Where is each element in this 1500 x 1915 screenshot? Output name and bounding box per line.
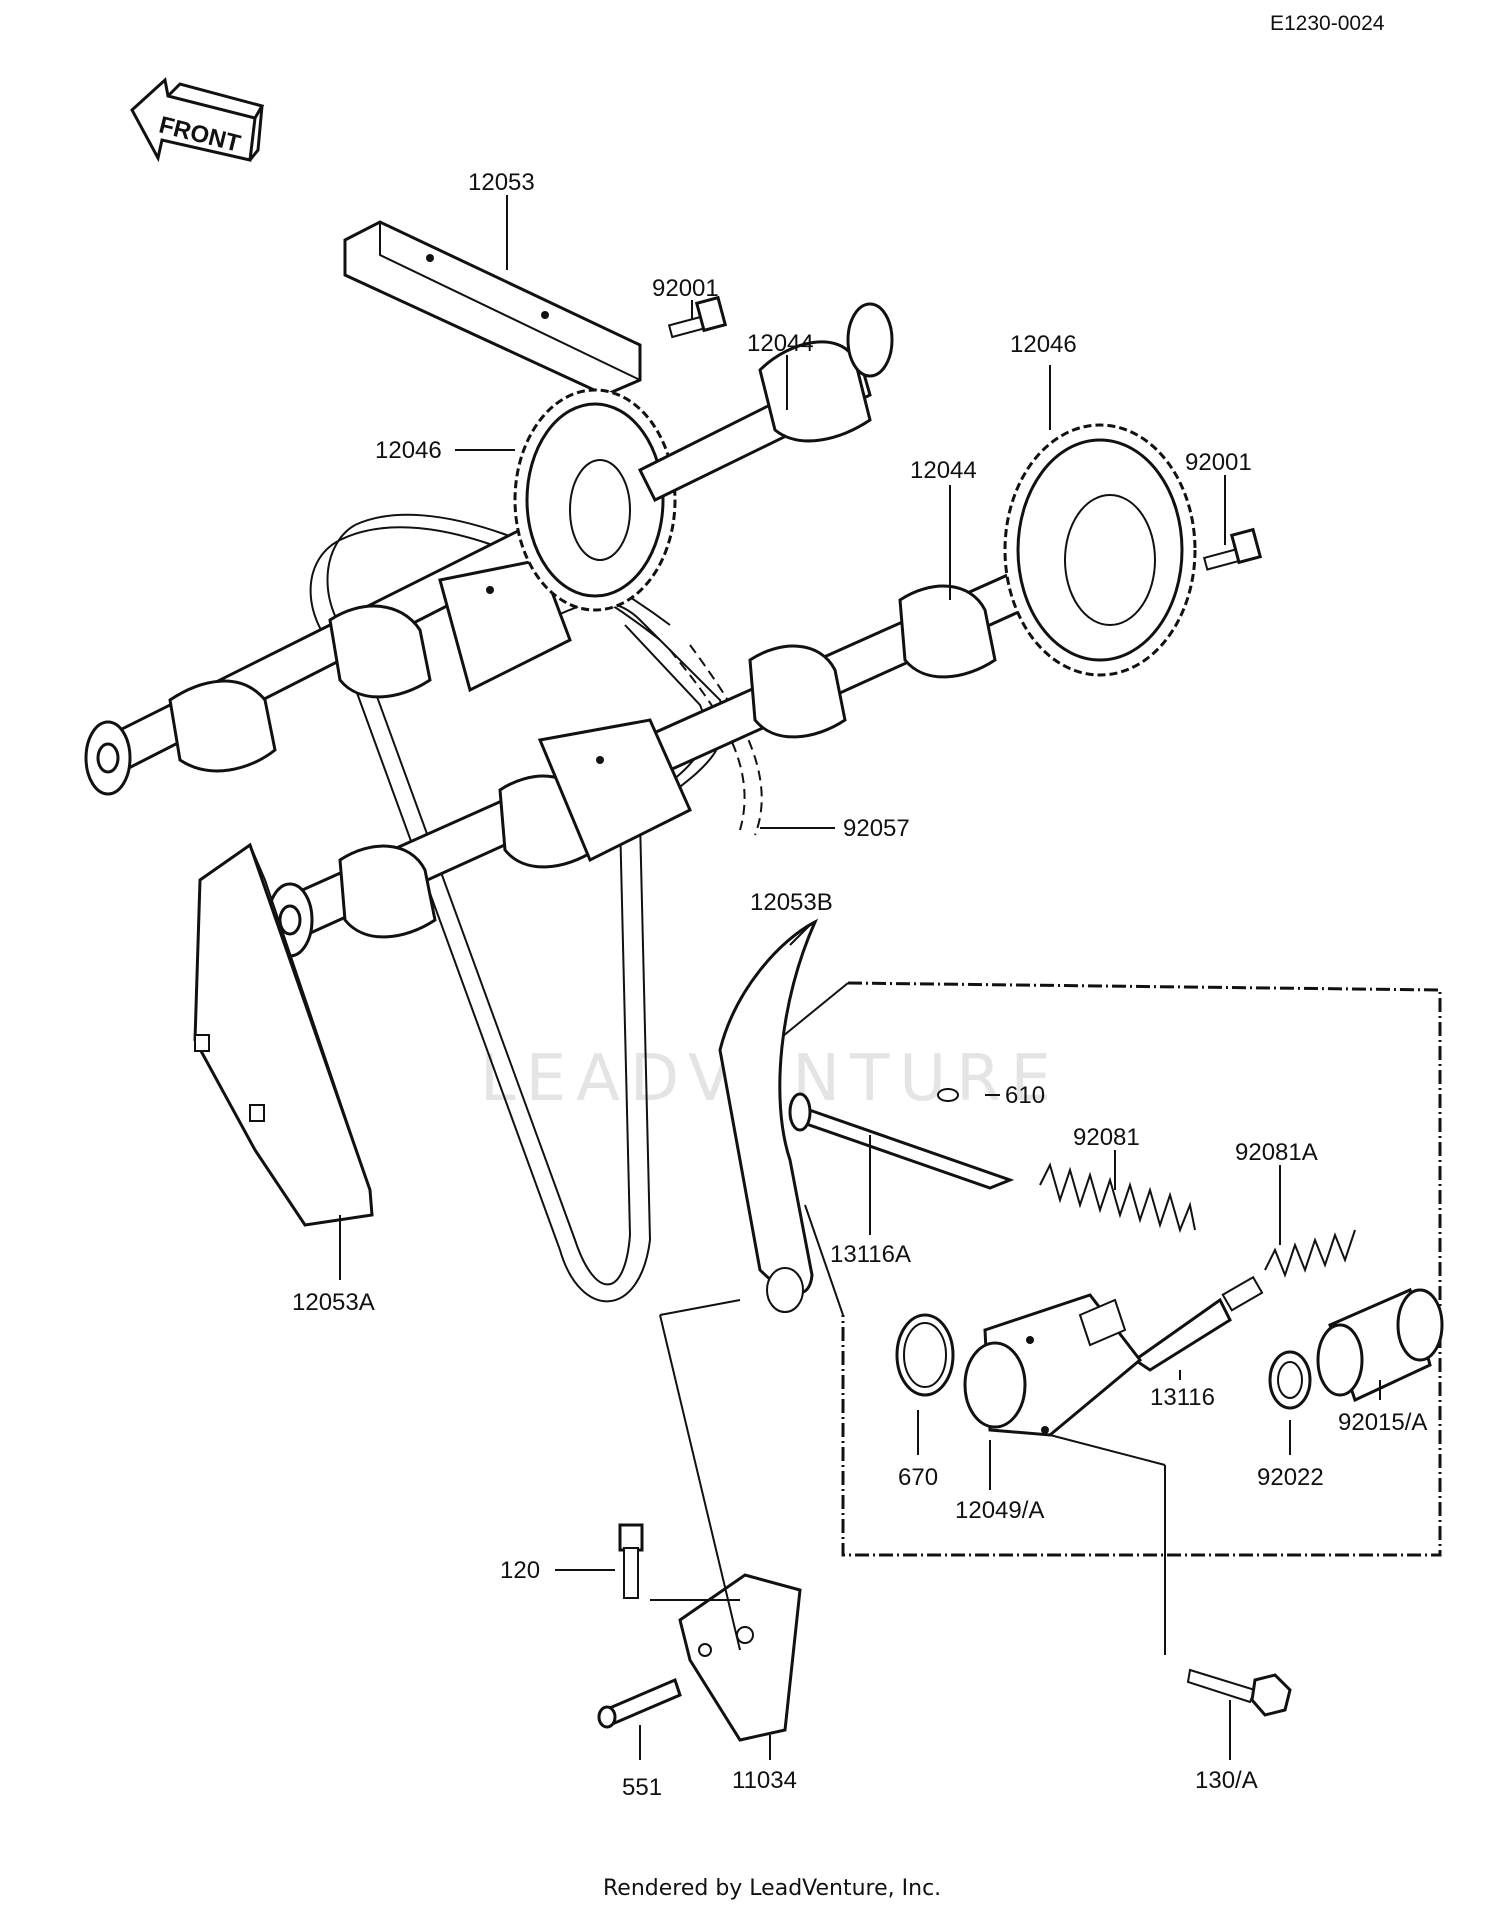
pin-610 bbox=[937, 1088, 959, 1102]
spring-92081A bbox=[1264, 1229, 1356, 1278]
front-chain-guide bbox=[193, 842, 374, 1227]
camshaft-lower bbox=[266, 563, 1047, 958]
label-11034: 11034 bbox=[732, 1767, 797, 1794]
label-551: 551 bbox=[622, 1774, 662, 1801]
camshaft-upper bbox=[84, 467, 658, 796]
camshaft-12044-left bbox=[637, 302, 894, 502]
plunger-13116 bbox=[1132, 1275, 1264, 1372]
leader-lines bbox=[339, 195, 1381, 1760]
label-670: 670 bbox=[898, 1464, 938, 1491]
spring-92081 bbox=[1039, 1162, 1196, 1234]
label-12046-right: 12046 bbox=[1010, 331, 1077, 358]
label-92001-right: 92001 bbox=[1185, 449, 1252, 476]
label-92001-left: 92001 bbox=[652, 275, 719, 302]
label-12053A: 12053A bbox=[292, 1289, 375, 1316]
guide-leader bbox=[659, 1299, 741, 1316]
label-13116A: 13116A bbox=[830, 1241, 911, 1268]
guide-leader-2 bbox=[659, 1314, 741, 1651]
sprocket-right bbox=[1003, 423, 1197, 677]
label-130A: 130/A bbox=[1195, 1767, 1258, 1794]
front-arrow-icon: FRONT bbox=[130, 77, 265, 163]
bracket-11034 bbox=[678, 1573, 802, 1742]
label-92015A: 92015/A bbox=[1338, 1409, 1427, 1436]
label-12044-left: 12044 bbox=[747, 330, 814, 357]
label-12053B: 12053B bbox=[750, 889, 833, 916]
box-leader-side bbox=[804, 1204, 844, 1316]
label-120: 120 bbox=[500, 1557, 540, 1584]
pin-551 bbox=[597, 1677, 682, 1729]
gasket-670 bbox=[895, 1313, 955, 1397]
tensioner-guide bbox=[718, 918, 819, 1313]
label-12044-right: 12044 bbox=[910, 457, 977, 484]
label-92022: 92022 bbox=[1257, 1464, 1324, 1491]
bolt-92001-right bbox=[1202, 527, 1263, 571]
bolt-130A bbox=[1186, 1668, 1292, 1717]
label-92057: 92057 bbox=[843, 815, 910, 842]
label-12049A: 12049/A bbox=[955, 1497, 1044, 1524]
label-12053: 12053 bbox=[468, 169, 535, 196]
tensioner-body bbox=[963, 1293, 1143, 1437]
bolt-92001-left bbox=[667, 295, 728, 339]
cap-92015A bbox=[1316, 1287, 1444, 1403]
footer-credit: Rendered by LeadVenture, Inc. bbox=[603, 1876, 941, 1901]
upper-chain-guide bbox=[343, 220, 642, 397]
label-610: 610 bbox=[1005, 1082, 1045, 1109]
diagram-code: E1230-0024 bbox=[1270, 12, 1385, 35]
sprocket-left bbox=[513, 388, 677, 612]
label-13116: 13116 bbox=[1150, 1384, 1215, 1411]
washer-92022 bbox=[1268, 1350, 1312, 1410]
label-12046-left: 12046 bbox=[375, 437, 442, 464]
label-92081: 92081 bbox=[1073, 1124, 1140, 1151]
label-92081A: 92081A bbox=[1235, 1139, 1318, 1166]
tensioner-group-box bbox=[841, 981, 1442, 1557]
push-rod-13116A bbox=[788, 1092, 1015, 1190]
bolt-120 bbox=[618, 1523, 644, 1599]
